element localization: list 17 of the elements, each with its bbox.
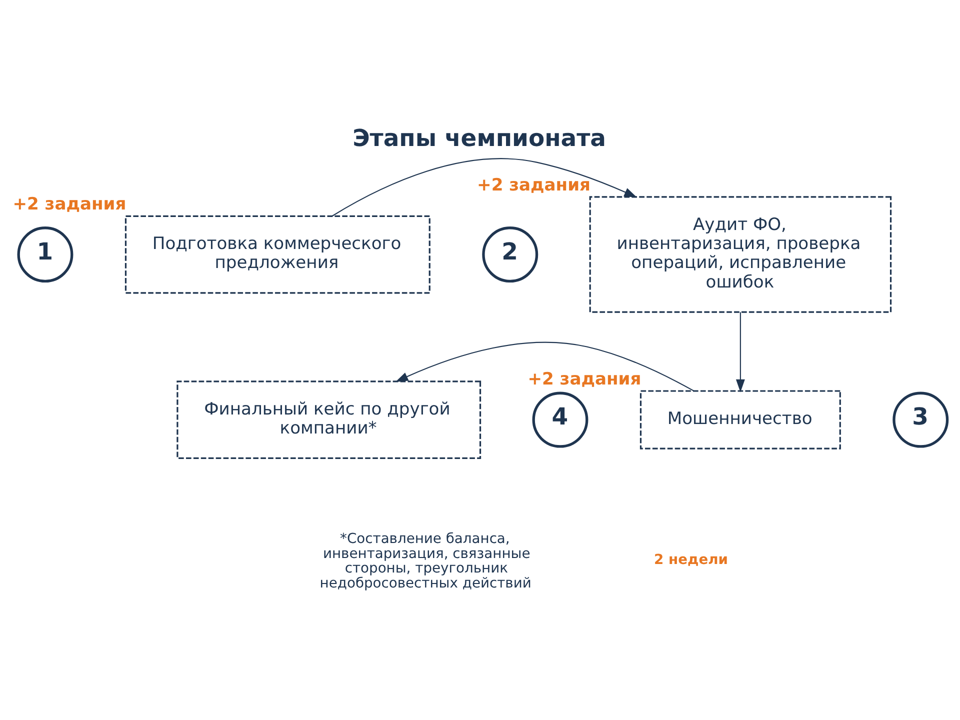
node-box: Аудит ФО, инвентаризация, проверка операций, исправление ошибок [589,196,892,313]
arrow [395,342,694,392]
node-box: Подготовка коммерческого предложения [124,215,430,294]
arrow [736,312,745,392]
arrow [332,158,638,217]
diagram-title: Этапы чемпионата [352,124,606,152]
node-circle: 3 [892,392,949,448]
node-circle: 2 [482,226,538,283]
node-label: +2 задания [528,369,642,390]
node-label: +2 задания [477,175,591,196]
node-box: Финальный кейс по другой компании* [176,380,482,459]
node-circle: 4 [532,392,588,448]
node-box: Мошенничество [640,390,841,450]
node-circle: 1 [17,226,74,283]
label: *Составление баланса, инвентаризация, связанные стороны, треугольник недобросовестных действий [320,530,532,592]
label: 2 недели [654,552,728,568]
node-label: +2 задания [12,194,126,215]
